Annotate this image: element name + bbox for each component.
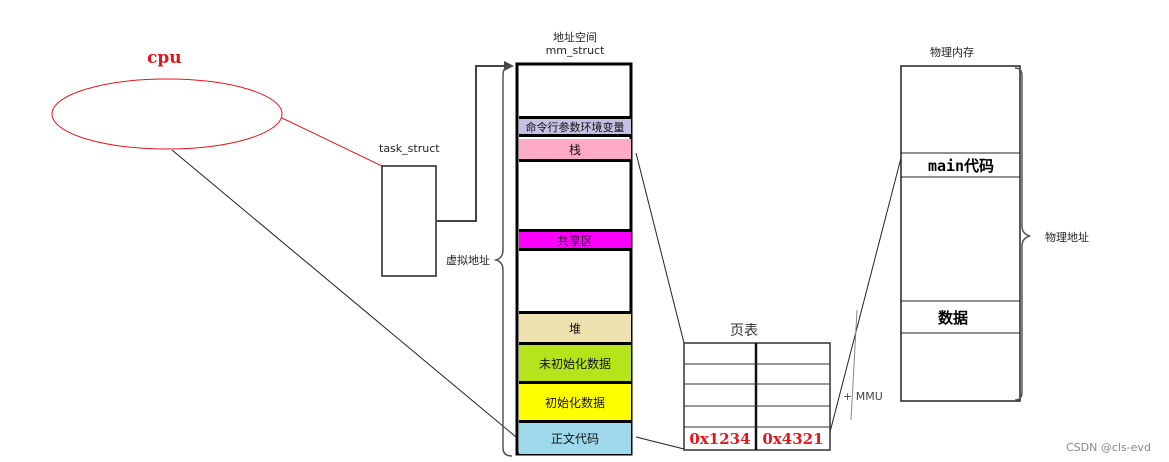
cpu-ellipse bbox=[51, 78, 283, 150]
table-to-main-line bbox=[829, 157, 902, 433]
cpu-label: cpu bbox=[147, 48, 182, 68]
segment-bss: 未初始化数据 bbox=[519, 345, 631, 384]
task-to-mm-arrow bbox=[436, 65, 512, 222]
cpu-to-task-line bbox=[281, 117, 383, 167]
physical-memory-title: 物理内存 bbox=[930, 46, 974, 59]
segment-heap: 堆 bbox=[519, 311, 631, 345]
virtual-address-brace bbox=[493, 65, 513, 457]
task-struct-label: task_struct bbox=[379, 142, 440, 155]
cpu-to-code-line bbox=[171, 149, 517, 438]
mmu-label: + MMU bbox=[843, 390, 883, 403]
segment-cmdline-env: 命令行参数环境变量 bbox=[519, 116, 631, 137]
mm-subtitle: mm_struct bbox=[545, 44, 605, 57]
task-struct-box bbox=[381, 165, 437, 277]
page-table-title: 页表 bbox=[730, 323, 758, 339]
virtual-address-label: 虚拟地址 bbox=[446, 254, 490, 267]
physical-memory-box bbox=[900, 65, 1021, 402]
physical-address-label: 物理地址 bbox=[1045, 231, 1089, 244]
segment-data: 初始化数据 bbox=[519, 384, 631, 423]
segment-text: 正文代码 bbox=[519, 423, 631, 454]
main-code-block: main代码 bbox=[927, 156, 995, 175]
watermark: CSDN @cls-evd bbox=[1066, 441, 1151, 454]
virtual-address-cell: 0x1234 bbox=[689, 429, 751, 448]
physical-address-brace bbox=[1014, 67, 1031, 401]
mmu-line bbox=[850, 309, 858, 421]
physical-address-cell: 0x4321 bbox=[762, 429, 824, 448]
stack-to-table-line bbox=[635, 152, 685, 344]
code-to-table-line bbox=[635, 436, 685, 450]
mm-struct-box bbox=[515, 62, 633, 456]
data-block: 数据 bbox=[937, 308, 968, 327]
segment-stack: 栈 bbox=[519, 139, 631, 162]
mm-title: 地址空间 bbox=[553, 31, 597, 44]
segment-shared: 共享区 bbox=[519, 229, 631, 251]
